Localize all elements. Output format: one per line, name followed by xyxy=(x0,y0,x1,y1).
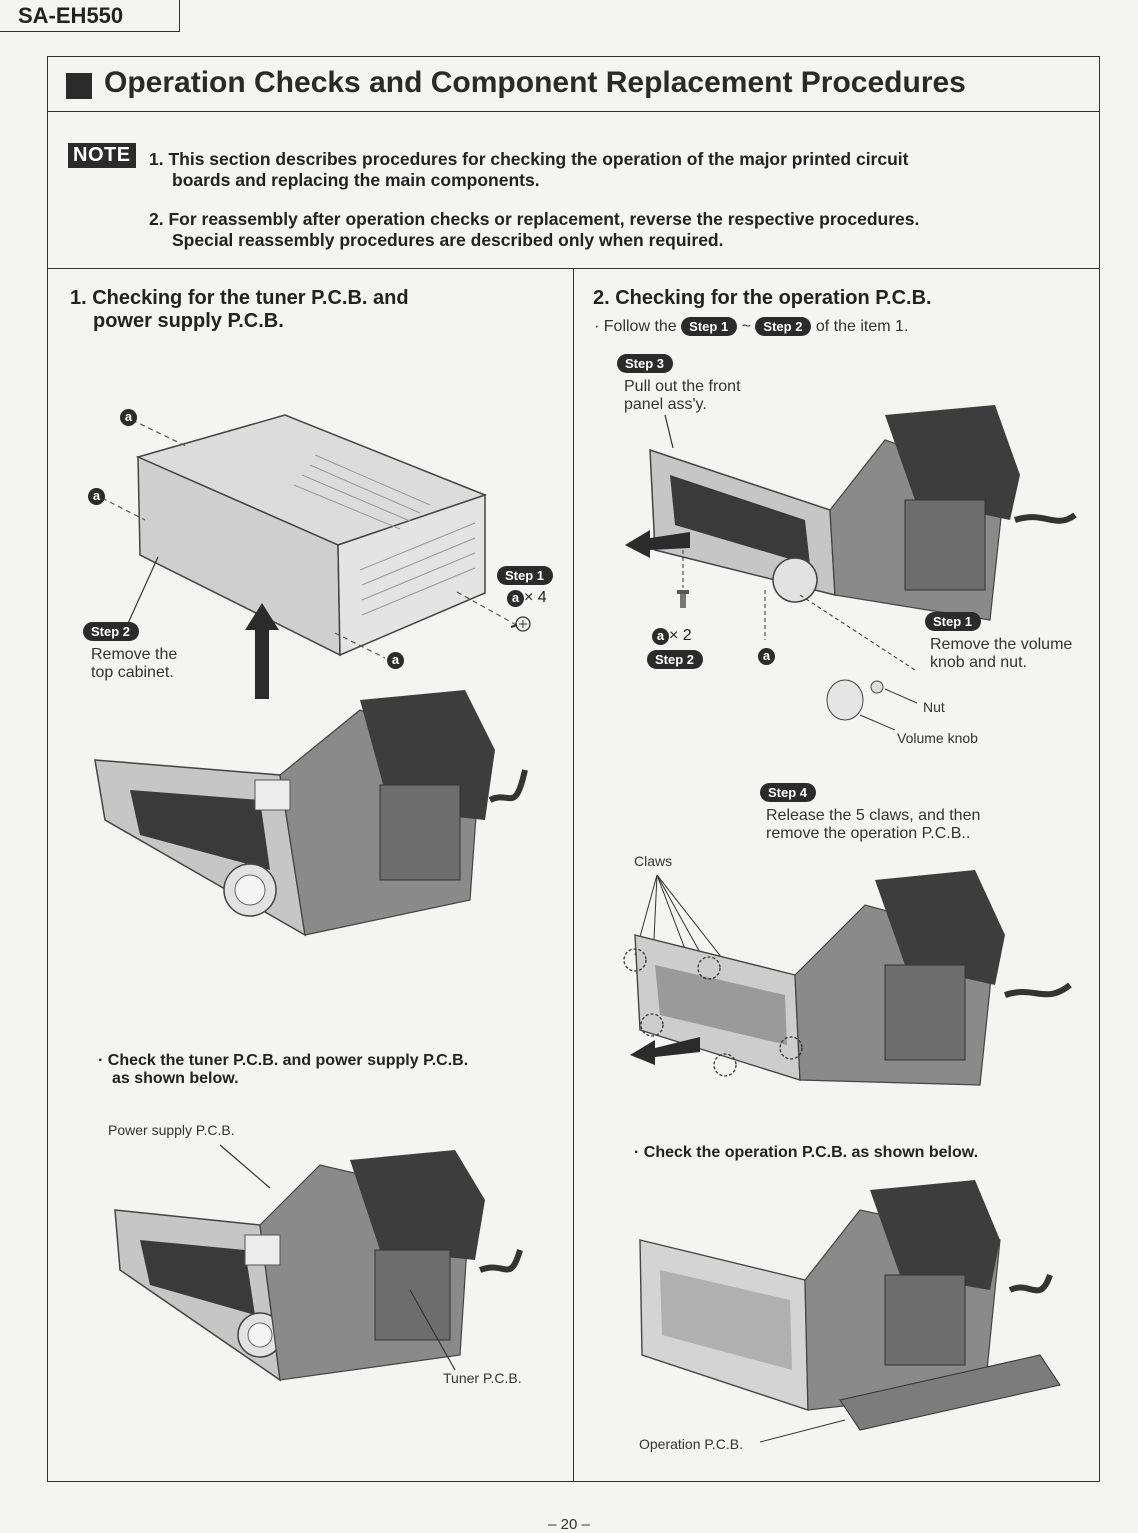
model-number: SA-EH550 xyxy=(0,0,180,32)
section1-check-line-2: as shown below. xyxy=(112,1070,239,1087)
step1-badge: Step 1 xyxy=(497,566,554,585)
section1-title-line-1: 1. Checking for the tuner P.C.B. and xyxy=(70,287,409,309)
step3-line-2: panel ass'y. xyxy=(624,396,707,413)
step4-line-1: Release the 5 claws, and then xyxy=(766,807,981,824)
claws-illustration xyxy=(623,870,1072,1086)
note-badge: NOTE xyxy=(68,143,136,168)
section2-check: · Check the operation P.C.B. as shown be… xyxy=(634,1144,979,1161)
note-item-2-line-2: Special reassembly procedures are descri… xyxy=(172,230,724,250)
quantity-text: × 2 xyxy=(669,627,692,644)
operation-pcb-label: Operation P.C.B. xyxy=(639,1436,744,1452)
note-item-1-line-2: boards and replacing the main components… xyxy=(172,170,540,190)
title-bar xyxy=(47,56,1100,112)
screw-marker-a: a xyxy=(387,652,404,669)
top-cabinet-illustration xyxy=(101,414,521,699)
operation-pcb-illustration xyxy=(639,1180,1061,1443)
step1-line-1: Remove the volume xyxy=(930,636,1073,653)
follow-step2-badge: Step 2 xyxy=(755,317,812,336)
title-bullet-icon xyxy=(66,73,92,99)
follow-tilde: ~ xyxy=(741,318,751,335)
page-number: – 20 – xyxy=(548,1516,590,1533)
step2-badge: Step 2 xyxy=(83,622,140,641)
follow-prefix: · Follow the xyxy=(594,318,677,335)
step4-line-2: remove the operation P.C.B.. xyxy=(766,825,971,842)
screw-icon xyxy=(510,616,531,632)
power-supply-pcb-label: Power supply P.C.B. xyxy=(108,1122,235,1138)
tuner-pcb-illustration xyxy=(114,1144,523,1382)
screw-marker-a: a xyxy=(758,648,775,665)
claws-label: Claws xyxy=(634,853,673,869)
step3-line-1: Pull out the front xyxy=(624,378,741,395)
screw-marker-a: a xyxy=(652,628,669,645)
step1-quantity: a× 4 xyxy=(507,589,547,607)
screw-marker-a: a xyxy=(120,409,137,426)
step2-line-1: Remove the xyxy=(91,646,178,663)
step3-badge: Step 3 xyxy=(617,354,674,373)
screw-quantity: a× 2 xyxy=(652,627,692,645)
step1-line-2: knob and nut. xyxy=(930,654,1027,671)
quantity-text: × 4 xyxy=(524,589,547,606)
section2-title: 2. Checking for the operation P.C.B. xyxy=(593,287,932,309)
unit-illustration xyxy=(94,690,528,937)
tuner-pcb-label: Tuner P.C.B. xyxy=(443,1370,522,1386)
note-item-2-line-1: 2. For reassembly after operation checks… xyxy=(149,209,920,229)
section1-check-line-1: · Check the tuner P.C.B. and power suppl… xyxy=(98,1052,469,1069)
step1-badge: Step 1 xyxy=(925,612,982,631)
step4-badge: Step 4 xyxy=(760,783,817,802)
note-item-1-line-1: 1. This section describes procedures for… xyxy=(149,149,909,169)
step2-line-2: top cabinet. xyxy=(91,664,174,681)
screw-marker-a: a xyxy=(507,590,524,607)
page-title: Operation Checks and Component Replaceme… xyxy=(104,66,966,99)
column-divider xyxy=(573,268,574,1482)
step2-badge: Step 2 xyxy=(647,650,704,669)
nut-label: Nut xyxy=(923,699,945,715)
volume-knob-label: Volume knob xyxy=(897,730,978,746)
section2-follow: · Follow the Step 1 ~ Step 2 of the item… xyxy=(594,317,909,336)
follow-step1-badge: Step 1 xyxy=(681,317,738,336)
screw-marker-a: a xyxy=(88,488,105,505)
follow-suffix: of the item 1. xyxy=(815,318,909,335)
front-panel-illustration xyxy=(625,405,1077,730)
section1-title-line-2: power supply P.C.B. xyxy=(93,310,284,332)
